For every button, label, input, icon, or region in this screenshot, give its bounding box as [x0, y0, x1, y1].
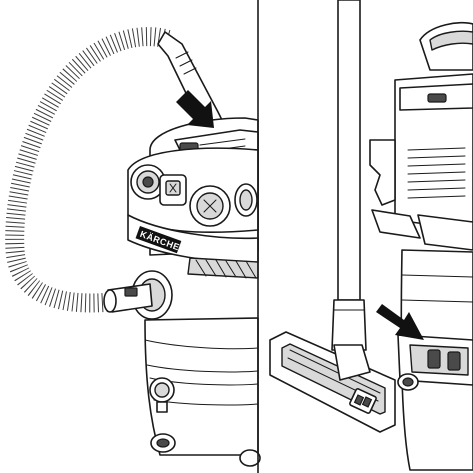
arrow-down-right-icon — [376, 304, 424, 340]
vacuum-head-rear — [369, 21, 473, 251]
dirt-container-rear — [397, 249, 473, 471]
suction-tube — [331, 0, 367, 351]
brand-band: KÄRCHER — [127, 214, 259, 279]
hose-inlet — [103, 270, 173, 320]
floor-nozzle — [269, 331, 396, 433]
dirt-container — [144, 317, 261, 467]
vacuum-head — [127, 117, 259, 256]
right-panel — [269, 0, 473, 471]
arrow-down-right-icon — [176, 90, 214, 128]
left-panel: KÄRCHER — [5, 27, 261, 467]
exhaust-grille — [407, 147, 466, 199]
